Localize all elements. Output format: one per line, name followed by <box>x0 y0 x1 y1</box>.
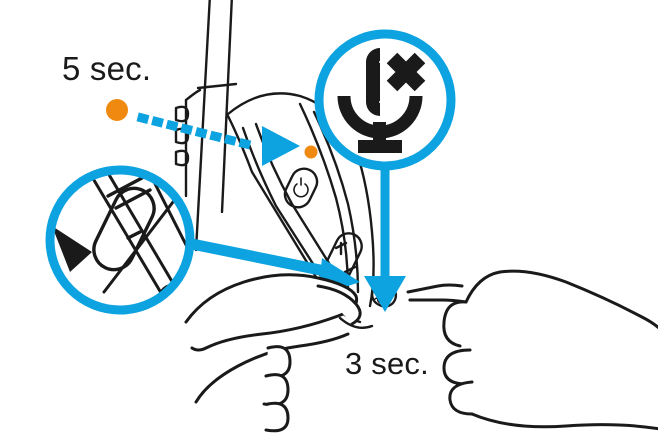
zoom-callout-stem <box>180 236 332 278</box>
led-callout-dashes <box>136 112 256 151</box>
microphone-mute-icon <box>337 48 426 153</box>
earcup-panel-line-3 <box>298 102 350 292</box>
led-callout-pointer <box>106 99 300 166</box>
volume-minus <box>343 265 357 274</box>
led-callout-arrowhead <box>262 126 300 166</box>
power-icon <box>293 177 309 198</box>
earcup-panel-line-1 <box>241 126 342 308</box>
power-button <box>283 167 319 209</box>
earcup-bottom <box>338 316 374 329</box>
led-duration-label: 5 sec. <box>62 50 152 87</box>
mic-callout-arrowhead <box>364 276 406 312</box>
earcup-panel-line-4 <box>312 110 360 294</box>
slider-notch-3 <box>174 149 190 167</box>
left-hand-pressing-volume <box>184 273 362 433</box>
earcup-panel-line-2 <box>254 122 354 302</box>
slider-notch-1 <box>174 105 190 123</box>
headband-slider-corner <box>184 88 202 102</box>
mic-mute-callout <box>314 29 456 312</box>
status-led-dot <box>304 145 318 159</box>
volume-zoom-callout <box>45 165 360 315</box>
headband-left-edge <box>194 0 211 252</box>
mic-callout-circle-ring <box>314 29 456 171</box>
zoom-callout-circle-ring <box>45 165 195 315</box>
magnifier-pointer-wedge <box>52 226 92 272</box>
led-callout-dot <box>106 99 128 121</box>
headband-slider-top <box>196 82 238 90</box>
right-hand-pressing-mute <box>406 269 658 431</box>
headband-right-edge <box>220 0 233 214</box>
press-duration-label: 3 sec. <box>345 346 429 381</box>
